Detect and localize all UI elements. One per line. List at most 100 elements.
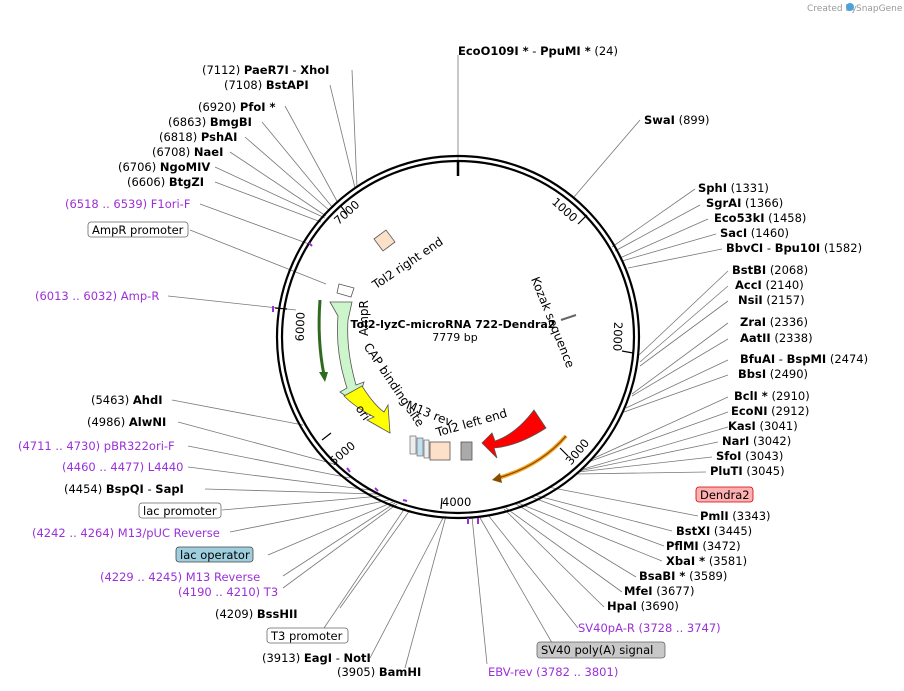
label-alwni-name: AlwNI <box>129 415 166 429</box>
tick-marks <box>274 204 634 510</box>
label-zrai-num: (2336) <box>770 315 808 329</box>
primer-amp-r[interactable]: (6013 .. 6032) Amp-R <box>35 289 159 303</box>
label-zrai[interactable]: ZraI (2336) <box>740 315 808 329</box>
label-alwni[interactable]: (4986) AlwNI <box>87 415 166 429</box>
primer-m13puc-name: M13/pUC Reverse <box>118 526 220 540</box>
label-ngomiv[interactable]: (6706) NgoMIV <box>118 160 210 174</box>
label-btgzi-num: (6606) <box>127 175 165 189</box>
svg-text:(7108) BstAPI: (7108) BstAPI <box>224 78 309 92</box>
label-nari[interactable]: NarI (3042) <box>722 434 791 448</box>
svg-text:(6706) NgoMIV: (6706) NgoMIV <box>118 160 210 174</box>
label-bcli[interactable]: BclI * (2910) <box>734 389 810 403</box>
label-nsii-name: NsiI <box>738 293 763 307</box>
label-bstbi[interactable]: BstBI (2068) <box>732 263 808 277</box>
label-bsabi[interactable]: BsaBI * (3589) <box>639 569 727 583</box>
label-sfoi-num: (3043) <box>745 449 783 463</box>
label-bcli-num: (2910) <box>771 389 809 403</box>
label-sphi[interactable]: SphI (1331) <box>698 181 769 195</box>
label-bbsi[interactable]: BbsI (2490) <box>738 367 808 381</box>
label-eco53ki-name: Eco53kI <box>714 211 765 225</box>
label-saci[interactable]: SacI (1460) <box>720 226 789 240</box>
promoter-stack <box>409 435 430 459</box>
svg-text:EcoNI (2912): EcoNI (2912) <box>731 404 809 418</box>
primer-l4440[interactable]: (4460 .. 4477) L4440 <box>62 460 183 474</box>
label-econi-num: (2912) <box>771 404 809 418</box>
svg-text:(4209) BssHII: (4209) BssHII <box>215 607 298 621</box>
label-bspqi-num: (4454) <box>64 482 102 496</box>
svg-text:(5463) AhdI: (5463) AhdI <box>91 393 163 407</box>
label-bamhi[interactable]: (3905) BamHI <box>337 665 421 679</box>
label-pfoi[interactable]: (6920) PfoI * <box>198 100 276 114</box>
primer-ebv-rev[interactable]: EBV-rev (3782 .. 3801) <box>488 665 618 679</box>
label-bfuai[interactable]: BfuAI - BspMI (2474) <box>740 352 868 366</box>
primer-m13-puc-reverse[interactable]: (4242 .. 4264) M13/pUC Reverse <box>32 526 220 540</box>
label-sgrai[interactable]: SgrAI (1366) <box>706 196 783 210</box>
label-eco53ki-num: (1458) <box>768 211 806 225</box>
primer-t3[interactable]: (4190 .. 4210) T3 <box>178 585 278 599</box>
lac-operator-box[interactable]: lac operator <box>175 546 254 563</box>
label-ecoo109i-num: (24) <box>594 44 618 58</box>
label-bmgbi[interactable]: (6863) BmgBI <box>168 115 252 129</box>
label-ahdi[interactable]: (5463) AhdI <box>91 393 163 407</box>
primer-t3-name: T3 <box>263 585 278 599</box>
tol2-left-end-label: Tol2 left end <box>433 406 508 440</box>
label-swai-name: SwaI <box>644 113 675 127</box>
label-bbsi-name: BbsI <box>738 367 766 381</box>
label-pluti[interactable]: PluTI (3045) <box>710 464 785 478</box>
sv40-box[interactable]: SV40 poly(A) signal <box>536 641 666 659</box>
primer-sv40pa-r[interactable]: SV40pA-R (3728 .. 3747) <box>578 621 721 635</box>
label-hpai-name: HpaI <box>607 599 637 613</box>
primer-ticks <box>272 242 479 524</box>
svg-text:NarI (3042): NarI (3042) <box>722 434 791 448</box>
label-kasi[interactable]: KasI (3041) <box>728 419 798 433</box>
label-bspqi[interactable]: (4454) BspQI - SapI <box>64 482 184 496</box>
label-aatii-name: AatII <box>740 331 771 345</box>
svg-text:(6818) PshAI: (6818) PshAI <box>159 130 237 144</box>
t3-promoter-box[interactable]: T3 promoter <box>266 627 349 644</box>
label-swai[interactable]: SwaI (899) <box>644 113 710 127</box>
label-xbai[interactable]: XbaI * (3581) <box>666 554 747 568</box>
credit-prefix: Created by <box>807 4 857 14</box>
label-pflmi[interactable]: PflMI (3472) <box>666 539 741 553</box>
label-pmli[interactable]: PmlI (3343) <box>700 509 771 523</box>
primer-f1ori-f[interactable]: (6518 .. 6539) F1ori-F <box>65 197 190 211</box>
dendra2-box-label: Dendra2 <box>700 488 750 502</box>
label-btgzi[interactable]: (6606) BtgZI <box>127 175 204 189</box>
ampr-label: AmpR <box>357 300 371 336</box>
svg-text:SacI (1460): SacI (1460) <box>720 226 789 240</box>
label-hpai[interactable]: HpaI (3690) <box>607 599 679 613</box>
svg-text:PluTI (3045): PluTI (3045) <box>710 464 785 478</box>
label-bstapi[interactable]: (7108) BstAPI <box>224 78 309 92</box>
label-alwni-num: (4986) <box>87 415 125 429</box>
svg-text:(4454) BspQI - SapI: (4454) BspQI - SapI <box>64 482 184 496</box>
svg-text:SwaI (899): SwaI (899) <box>644 113 710 127</box>
label-eagi[interactable]: (3913) EagI - NotI <box>262 651 371 665</box>
label-ahdi-num: (5463) <box>91 393 129 407</box>
label-paer7i[interactable]: (7112) PaeR7I - XhoI <box>202 63 329 77</box>
label-eco53ki[interactable]: Eco53kI (1458) <box>714 211 806 225</box>
label-bstapi-name: BstAPI <box>266 78 309 92</box>
dendra2-box[interactable]: Dendra2 <box>695 486 754 503</box>
label-pshai[interactable]: (6818) PshAI <box>159 130 237 144</box>
label-bspqi-name2: SapI <box>155 482 184 496</box>
primer-pbr322ori-f[interactable]: (4711 .. 4730) pBR322ori-F <box>18 439 175 453</box>
ampr-promoter-label: AmpR promoter <box>92 223 184 237</box>
label-ecoo109i[interactable]: EcoO109I * - PpuMI * (24) <box>458 44 618 58</box>
label-econi[interactable]: EcoNI (2912) <box>731 404 809 418</box>
primer-m13-reverse[interactable]: (4229 .. 4245) M13 Reverse <box>100 570 260 584</box>
lac-promoter-box[interactable]: lac promoter <box>138 502 222 519</box>
label-aatii[interactable]: AatII (2338) <box>740 331 813 345</box>
ampr-promoter-box[interactable]: AmpR promoter <box>87 221 189 238</box>
label-sfoi[interactable]: SfoI (3043) <box>716 449 783 463</box>
label-mfei[interactable]: MfeI (3677) <box>624 584 694 598</box>
label-saci-num: (1460) <box>751 226 789 240</box>
label-bbvci[interactable]: BbvCI - Bpu10I (1582) <box>726 241 862 255</box>
label-bstxi[interactable]: BstXI (3445) <box>676 524 752 538</box>
label-bsshii[interactable]: (4209) BssHII <box>215 607 298 621</box>
label-sphi-num: (1331) <box>731 181 769 195</box>
label-nsii[interactable]: NsiI (2157) <box>738 293 805 307</box>
label-naei[interactable]: (6708) NaeI <box>152 145 223 159</box>
snapgene-logo-icon <box>846 3 854 11</box>
label-acci[interactable]: AccI (2140) <box>735 278 804 292</box>
label-pshai-name: PshAI <box>201 130 237 144</box>
